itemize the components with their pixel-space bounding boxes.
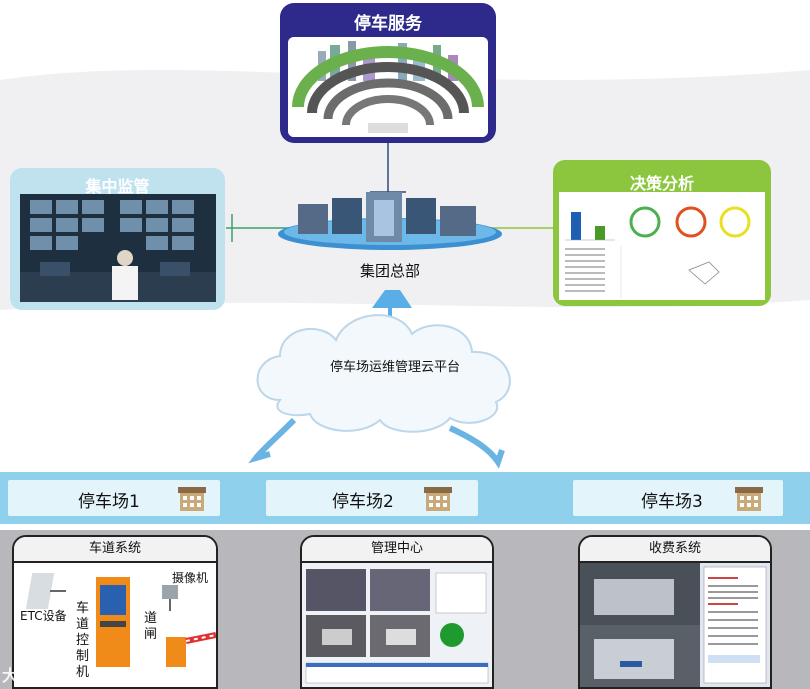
cloud-icon <box>248 290 511 469</box>
dashboard-icon <box>559 192 765 300</box>
decision-analysis-title: 决策分析 <box>629 174 694 193</box>
video-wall-icon <box>20 194 216 302</box>
parking-lot-1-label: 停车场1 <box>78 492 140 512</box>
parking-lot-1: 停车场1 <box>8 480 220 516</box>
management-center-title: 管理中心 <box>302 537 492 563</box>
building-icon <box>735 487 763 511</box>
watermark-text: 大数据观 <box>2 666 67 685</box>
toll-system-title: 收费系统 <box>580 537 770 563</box>
monitoring-room-photo <box>20 194 216 302</box>
parking-service-box: 停车服务 <box>280 3 496 143</box>
headquarters-servers-icon <box>278 192 502 250</box>
smart-city-illustration <box>288 37 488 137</box>
management-center-panel: 管理中心 <box>300 535 494 689</box>
central-monitoring-title: 集中监管 <box>85 177 150 196</box>
lane-equipment-illustration <box>25 573 216 667</box>
etc-device-label: ETC设备 <box>20 609 67 623</box>
toll-system-panel: 收费系统 <box>578 535 772 689</box>
city-road-icon <box>288 37 488 137</box>
management-software-screenshot <box>302 563 492 687</box>
gate-label: 道闸 <box>144 611 158 642</box>
camera-label: 摄像机 <box>172 571 209 585</box>
parking-service-title: 停车服务 <box>354 14 422 34</box>
decision-analysis-box: 决策分析 <box>553 160 771 306</box>
lane-controller-label: 车道控制机 <box>76 601 90 680</box>
cloud-platform-label: 停车场运维管理云平台 <box>329 360 460 375</box>
headquarters-label: 集团总部 <box>359 262 420 280</box>
building-icon <box>424 487 452 511</box>
building-icon <box>178 487 206 511</box>
toll-software-screenshot <box>580 563 770 687</box>
lane-system-panel: 车道系统 ETC设备 车道控制机 道闸 摄像机 <box>12 535 218 689</box>
lane-system-title: 车道系统 <box>14 537 216 563</box>
parking-lot-3: 停车场3 <box>573 480 783 516</box>
parking-lot-3-label: 停车场3 <box>641 492 703 512</box>
parking-lot-2: 停车场2 <box>266 480 478 516</box>
parking-lot-2-label: 停车场2 <box>332 492 394 512</box>
analytics-dashboard-thumbnail <box>559 192 765 300</box>
central-monitoring-box: 集中监管 <box>10 168 225 310</box>
